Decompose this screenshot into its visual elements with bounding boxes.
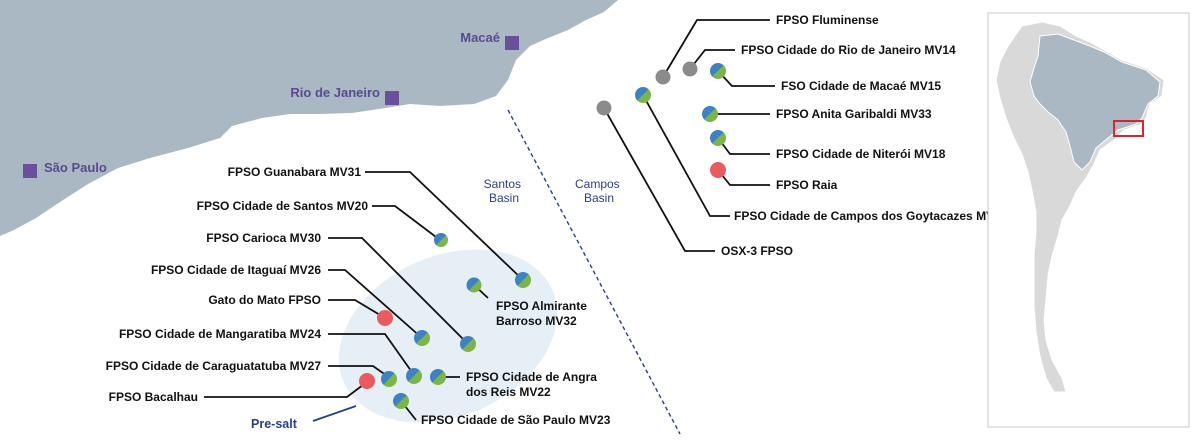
coastline-land: [0, 0, 618, 236]
leader-carioca-mv30: [328, 237, 469, 345]
marker-itaguai-mv26[interactable]: [414, 330, 430, 346]
city-label-sao-paulo: São Paulo: [44, 160, 107, 175]
label-fluminense: FPSO Fluminense: [776, 13, 879, 27]
marker-osx3[interactable]: [596, 100, 612, 116]
basin-label-campos-line1: Campos: [575, 177, 620, 191]
city-rio-de-janeiro: Rio de Janeiro: [290, 85, 399, 105]
marker-fluminense[interactable]: [655, 69, 671, 85]
label-macae-mv15: FSO Cidade de Macaé MV15: [781, 79, 941, 93]
city-marker-sao-paulo: [23, 164, 37, 178]
presalt-label: Pre-salt: [251, 417, 298, 431]
city-marker-rio: [385, 91, 399, 105]
basin-label-santos-line1: Santos: [484, 177, 521, 191]
leader-niteroi-mv18: [717, 137, 770, 155]
label-itaguai-mv26: FPSO Cidade de Itaguaí MV26: [151, 263, 321, 277]
basin-label-campos: Campos Basin: [575, 177, 623, 205]
leader-mangaratiba-mv24: [328, 333, 415, 376]
label-guanabara-mv31: FPSO Guanabara MV31: [228, 165, 362, 179]
basin-boundary-line: [507, 109, 681, 435]
leader-guanabara-mv31: [365, 171, 524, 281]
presalt-pointer-line: [312, 405, 357, 422]
brazil-region: [1029, 33, 1161, 171]
marker-niteroi-mv18[interactable]: [710, 130, 726, 146]
label-rio-mv14: FPSO Cidade do Rio de Janeiro MV14: [741, 43, 956, 57]
label-mangaratiba-mv24: FPSO Cidade de Mangaratiba MV24: [119, 327, 321, 341]
label-niteroi-mv18: FPSO Cidade de Niterói MV18: [776, 147, 946, 161]
city-label-macae: Macaé: [460, 30, 500, 45]
label-angra-mv22: FPSO Cidade de Angra dos Reis MV22: [466, 370, 600, 399]
city-macae: Macaé: [460, 30, 519, 50]
label-gato-do-mato: Gato do Mato FPSO: [208, 293, 321, 307]
marker-guanabara-mv31[interactable]: [515, 272, 531, 288]
leader-rio-mv14: [689, 49, 735, 70]
marker-macae-mv15[interactable]: [710, 63, 726, 79]
leader-santos-mv20: [372, 205, 441, 241]
label-angra-line2: dos Reis MV22: [466, 385, 551, 399]
inset-map: [987, 12, 1190, 428]
label-anita-mv33: FPSO Anita Garibaldi MV33: [776, 107, 932, 121]
inset-highlight-box: [1113, 120, 1144, 137]
marker-santos-mv20[interactable]: [434, 233, 448, 247]
fpso-markers: [359, 61, 726, 409]
leader-fluminense: [662, 19, 770, 78]
label-almirante-line2: Barroso MV32: [496, 314, 577, 328]
leader-campos-mv29: [642, 94, 730, 217]
marker-sao-paulo-mv23[interactable]: [393, 393, 409, 409]
leader-gato-do-mato: [328, 299, 386, 319]
leader-itaguai-mv26: [328, 269, 423, 339]
label-angra-line1: FPSO Cidade de Angra: [466, 370, 597, 384]
label-carioca-mv30: FPSO Carioca MV30: [206, 231, 321, 245]
marker-gato-do-mato[interactable]: [377, 310, 393, 326]
label-almirante-line1: FPSO Almirante: [496, 299, 587, 313]
label-campos-mv29: FPSO Cidade de Campos dos Goytacazes MV2…: [734, 209, 1008, 223]
label-santos-mv20: FPSO Cidade de Santos MV20: [197, 199, 369, 213]
basin-label-santos-line2: Basin: [489, 191, 519, 205]
leader-osx3: [603, 107, 715, 252]
label-almirante-mv32: FPSO Almirante Barroso MV32: [496, 299, 590, 328]
marker-rio-mv14[interactable]: [682, 61, 698, 77]
city-marker-macae: [505, 36, 519, 50]
label-osx3: OSX-3 FPSO: [721, 244, 793, 258]
label-caraguatatuba-mv27: FPSO Cidade de Caraguatatuba MV27: [106, 359, 322, 373]
marker-mangaratiba-mv24[interactable]: [406, 368, 422, 384]
marker-bacalhau[interactable]: [359, 373, 375, 389]
label-bacalhau: FPSO Bacalhau: [109, 390, 198, 404]
leader-lines: [204, 19, 775, 421]
marker-carioca-mv30[interactable]: [460, 336, 476, 352]
city-sao-paulo: São Paulo: [23, 160, 107, 178]
marker-angra-mv22[interactable]: [430, 369, 446, 385]
label-sao-paulo-mv23: FPSO Cidade de São Paulo MV23: [421, 413, 611, 427]
leader-macae-mv15: [717, 70, 775, 87]
marker-caraguatatuba-mv27[interactable]: [381, 371, 397, 387]
label-raia: FPSO Raia: [776, 178, 838, 192]
basin-label-campos-line2: Basin: [584, 191, 614, 205]
marker-raia[interactable]: [710, 162, 726, 178]
marker-almirante-mv32[interactable]: [466, 277, 482, 293]
leader-raia: [717, 169, 770, 186]
basin-label-santos: Santos Basin: [484, 177, 525, 205]
city-label-rio: Rio de Janeiro: [290, 85, 380, 100]
marker-campos-mv29[interactable]: [635, 87, 651, 103]
leader-bacalhau: [204, 381, 368, 398]
marker-anita-mv33[interactable]: [702, 106, 718, 122]
